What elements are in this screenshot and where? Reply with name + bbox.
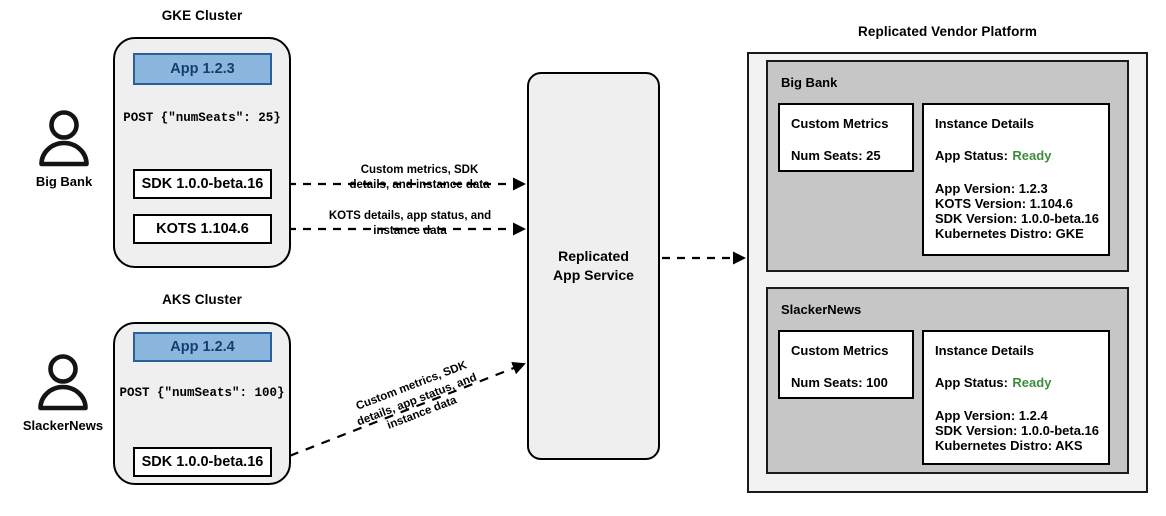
cluster-caption-aks: AKS Cluster	[162, 292, 242, 307]
app-status-row: App Status: Ready	[935, 147, 1051, 165]
instance-details-title: Instance Details	[935, 343, 1034, 358]
node-aks-sdk[interactable]: SDK 1.0.0-beta.16	[133, 447, 272, 477]
edge-label-gke-kots: KOTS details, app status, and instance d…	[310, 209, 510, 238]
instance-details-card-slackernews: Instance Details App Status: Ready App V…	[922, 330, 1110, 465]
custom-metrics-title: Custom Metrics	[791, 116, 889, 131]
app-status-label: App Status:	[935, 375, 1008, 390]
replicated-app-service[interactable]: Replicated App Service	[527, 72, 660, 460]
custom-metrics-title: Custom Metrics	[791, 343, 889, 358]
edge-label-line-2: details, and instance data	[349, 178, 490, 191]
custom-metrics-value: Num Seats: 100	[791, 375, 888, 390]
app-status-label: App Status:	[935, 148, 1008, 163]
instance-details-lines-slackernews: App Version: 1.2.4 SDK Version: 1.0.0-be…	[935, 408, 1099, 453]
tenant-title-big-bank: Big Bank	[781, 75, 838, 90]
service-label: Replicated App Service	[553, 247, 634, 285]
service-label-line-1: Replicated	[558, 248, 629, 265]
actor-slackernews: SlackerNews	[7, 352, 119, 433]
detail-line: SDK Version: 1.0.0-beta.16	[935, 211, 1100, 226]
app-node-gke[interactable]: App 1.2.3	[133, 53, 272, 85]
status-badge: Ready	[1012, 148, 1052, 163]
person-icon	[38, 354, 88, 411]
custom-metrics-card-big-bank: Custom Metrics Num Seats: 25	[778, 103, 914, 172]
actor-big-bank: Big Bank	[18, 108, 110, 189]
actor-label-slackernews: SlackerNews	[22, 418, 104, 433]
custom-metrics-card-slackernews: Custom Metrics Num Seats: 100	[778, 330, 914, 399]
detail-line: App Version: 1.2.3	[935, 181, 1048, 196]
status-badge: Ready	[1012, 375, 1052, 390]
detail-line: Kubernetes Distro: GKE	[935, 226, 1084, 241]
cluster-caption-gke: GKE Cluster	[161, 8, 243, 23]
custom-metrics-value: Num Seats: 25	[791, 148, 881, 163]
detail-line: Kubernetes Distro: AKS	[935, 438, 1083, 453]
node-gke-kots[interactable]: KOTS 1.104.6	[133, 214, 272, 244]
app-node-aks[interactable]: App 1.2.4	[133, 332, 272, 362]
edge-label-line-1: Custom metrics, SDK	[360, 164, 479, 176]
detail-line: KOTS Version: 1.104.6	[935, 196, 1074, 211]
app-status-row: App Status: Ready	[935, 374, 1051, 392]
node-gke-sdk[interactable]: SDK 1.0.0-beta.16	[133, 169, 272, 199]
post-payload-aks: POST {"numSeats": 100}	[119, 386, 285, 400]
platform-caption: Replicated Vendor Platform	[858, 24, 1037, 39]
detail-line: SDK Version: 1.0.0-beta.16	[935, 423, 1100, 438]
actor-label-big-bank: Big Bank	[35, 174, 93, 189]
tenant-title-slackernews: SlackerNews	[781, 302, 862, 317]
person-icon	[39, 110, 89, 167]
service-label-line-2: App Service	[553, 267, 634, 283]
detail-line: App Version: 1.2.4	[935, 408, 1048, 423]
edge-aks-sdk-to-service	[273, 361, 526, 464]
edge-label-gke-sdk: Custom metrics, SDK details, and instanc…	[332, 163, 507, 192]
post-payload-gke: POST {"numSeats": 25}	[123, 111, 281, 125]
instance-details-card-big-bank: Instance Details App Status: Ready App V…	[922, 103, 1110, 256]
instance-details-lines-big-bank: App Version: 1.2.3 KOTS Version: 1.104.6…	[935, 181, 1099, 241]
edge-label-line-1: KOTS details, app status, and	[328, 210, 492, 222]
edge-label-line-2: instance data	[373, 224, 447, 237]
instance-details-title: Instance Details	[935, 116, 1034, 131]
